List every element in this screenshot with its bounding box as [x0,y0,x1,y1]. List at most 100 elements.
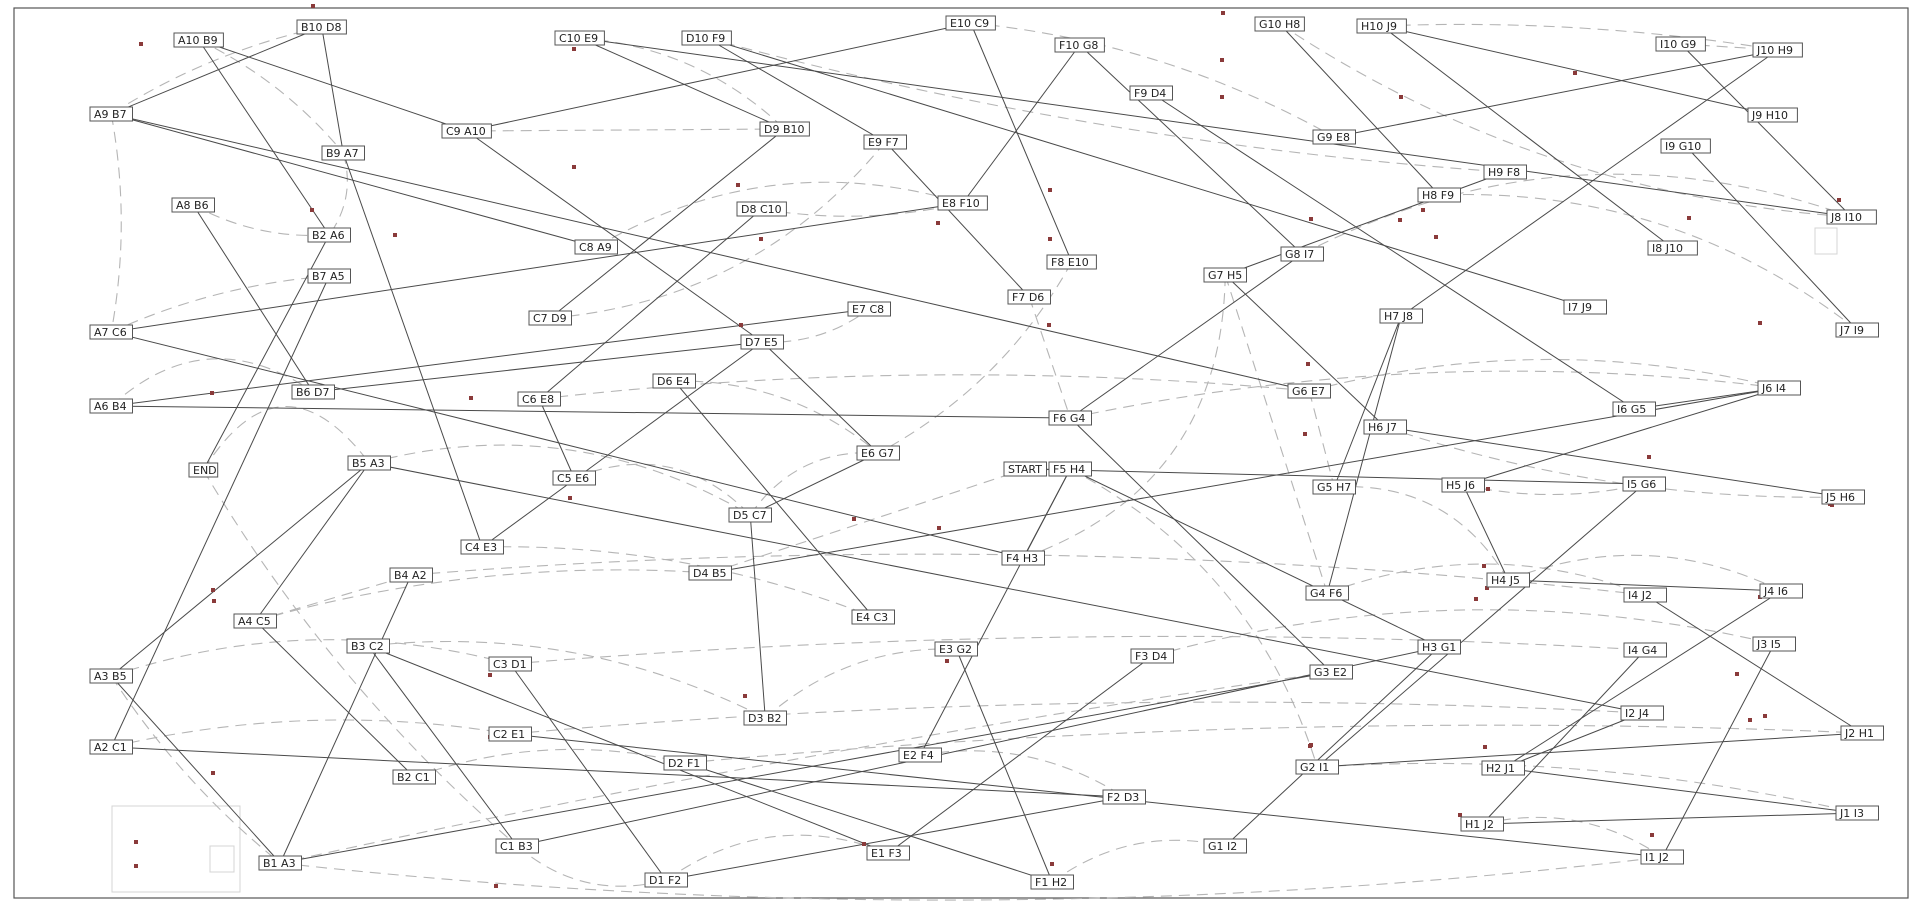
node-label: B3 C2 [351,640,384,653]
dashed-edge-63 [110,675,281,864]
dashed-edge-62 [1308,390,1335,488]
endpoint-marker-46 [1763,714,1767,718]
node-box [1417,639,1461,655]
node-box [1840,725,1884,741]
solid-edge-31 [1069,253,1303,419]
solid-edge-69 [111,746,1125,798]
solid-edge-76 [1503,712,1643,769]
node-j8-i10: J8 I10 [1826,209,1877,225]
dashed-edge-29 [202,469,518,847]
solid-edge-22 [884,141,1030,298]
node-label: B1 A3 [263,857,296,870]
node-d4-b5: D4 B5 [688,565,732,581]
node-label: B2 C1 [397,771,430,784]
solid-edge-60 [368,645,889,854]
node-box [663,755,707,771]
node-box [554,30,605,46]
node-box [89,324,133,340]
node-j6-i4: J6 I4 [1757,380,1801,396]
solid-edge-12 [1279,23,1440,196]
node-j2-h1: J2 H1 [1840,725,1884,741]
solid-edge-32 [111,331,1024,559]
node-f7-d6: F7 D6 [1007,289,1051,305]
node-label: F1 H2 [1035,876,1067,889]
node-h1-j2: H1 J2 [1460,816,1504,832]
node-box [258,855,302,871]
node-g2-i1: G2 I1 [1295,759,1339,775]
solid-edge-23 [1150,92,1635,410]
node-box [1048,461,1092,477]
solid-edge-26 [1685,145,1858,331]
endpoint-marker-13 [759,237,763,241]
node-label: J1 I3 [1839,807,1864,820]
node-label: I6 G5 [1617,403,1646,416]
node-label: B9 A7 [326,147,359,160]
dashed-edge-51 [510,701,1643,735]
node-label: I4 G4 [1628,644,1657,657]
dashed-edge-43 [111,639,511,677]
node-label: C7 D9 [533,312,567,325]
endpoint-marker-11 [1434,235,1438,239]
node-box [945,15,996,31]
solid-edge-64 [887,655,1153,854]
node-f6-g4: F6 G4 [1048,410,1092,426]
node-box [743,710,787,726]
node-box [1287,383,1331,399]
solid-edge-27 [192,204,314,393]
endpoint-marker-42 [488,673,492,677]
solid-edge-46 [1463,387,1780,486]
node-g5-h7: G5 H7 [1312,479,1356,495]
node-label: D3 B2 [748,712,782,725]
solid-edge-66 [517,646,1440,847]
solid-edge-20 [466,130,763,343]
endpoint-marker-15 [1048,237,1052,241]
solid-edge-41 [673,380,874,618]
node-label: G7 H5 [1208,269,1242,282]
solid-edge-17 [111,113,597,248]
solid-edge-39 [313,341,763,393]
endpoint-marker-26 [1758,321,1762,325]
node-label: H8 F9 [1422,189,1454,202]
solid-edge-44 [1385,426,1844,498]
solid-edge-47 [369,462,1643,714]
node-j9-h10: J9 H10 [1747,107,1798,123]
dashed-edge-58 [1051,839,1226,883]
solid-edge-68 [1661,643,1775,858]
node-c6-e8: C6 E8 [517,391,561,407]
dashed-edge-44 [368,640,766,719]
solid-edge-56 [1326,315,1402,594]
node-box [1622,476,1666,492]
dashed-edge-20 [1224,274,1328,594]
node-label: END [193,464,217,477]
node-label: F5 H4 [1053,463,1085,476]
dashed-edge-35 [1463,483,1645,496]
endpoint-marker-1 [139,42,143,46]
node-c9-a10: C9 A10 [441,123,492,139]
node-a8-b6: A8 B6 [171,197,215,213]
dashed-edge-37 [255,569,711,622]
node-label: F6 G4 [1053,412,1085,425]
endpoint-marker-28 [1303,432,1307,436]
solid-edge-16 [1400,49,1778,317]
node-label: F10 G8 [1059,39,1098,52]
dashed-edge-39 [482,546,874,618]
node-label: B6 D7 [296,386,330,399]
node-box [1130,648,1174,664]
node-i5-g6: I5 G6 [1622,476,1666,492]
node-label: E9 F7 [868,136,899,149]
node-box [740,334,784,350]
node-label: E2 F4 [903,749,934,762]
node-label: G9 E8 [1317,131,1350,144]
dashed-edge-41 [1327,563,1646,596]
node-box [1835,322,1879,338]
node-b3-c2: B3 C2 [346,638,390,654]
node-box [1835,805,1879,821]
dashed-edge-34 [1334,486,1509,581]
solid-edge-24 [1334,49,1778,138]
node-c1-b3: C1 B3 [495,838,539,854]
node-a7-c6: A7 C6 [89,324,133,340]
node-j5-h6: J5 H6 [1821,489,1865,505]
node-label: D6 E4 [657,375,690,388]
solid-edge-65 [280,671,1332,864]
node-c5-e6: C5 E6 [552,470,596,486]
